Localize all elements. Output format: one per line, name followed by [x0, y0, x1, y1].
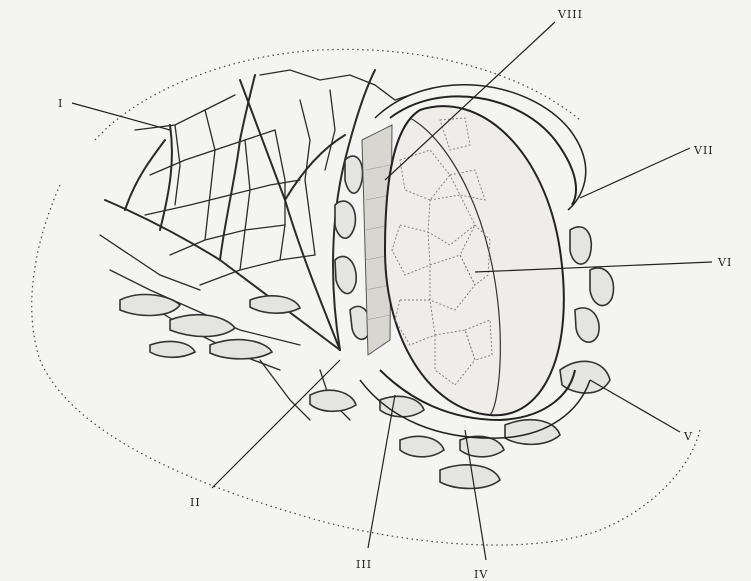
leader-VII: [580, 148, 690, 198]
leader-V: [590, 380, 680, 432]
label-I: I: [58, 97, 63, 110]
label-II: II: [190, 496, 201, 509]
label-VII: VII: [693, 144, 714, 157]
label-III: III: [356, 558, 372, 571]
oval-body: [385, 106, 564, 415]
label-IV: IV: [474, 568, 488, 581]
label-VIII: VIII: [557, 8, 583, 21]
label-V: V: [683, 430, 693, 443]
leader-II: [212, 360, 340, 488]
label-VI: VI: [717, 256, 732, 269]
leader-III: [368, 395, 395, 548]
vascular-network: [100, 70, 410, 420]
leader-I: [72, 103, 170, 130]
